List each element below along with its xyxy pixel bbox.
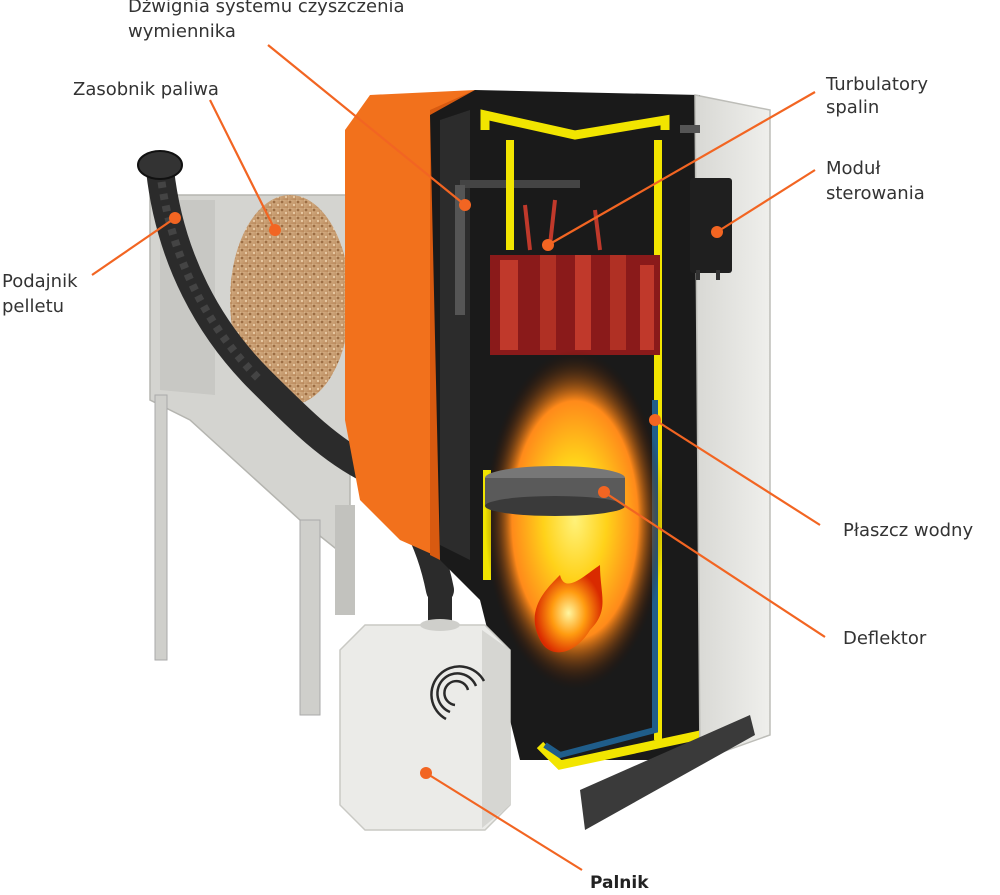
leader-lines <box>91 44 826 871</box>
marker-fuel-hopper <box>269 224 281 236</box>
leader-burner <box>425 772 583 871</box>
marker-pellet-feeder <box>169 212 181 224</box>
boiler-interior <box>430 90 701 770</box>
marker-burner <box>420 767 432 779</box>
heat-glow <box>485 350 665 690</box>
label-turbulators-line2: spalin <box>826 97 880 118</box>
leader-exchanger-lever <box>267 44 466 206</box>
label-exchanger-lever-line1: Dźwignia systemu czyszczenia <box>128 0 405 17</box>
turbulators <box>490 199 660 355</box>
label-deflector: Deflektor <box>843 628 927 649</box>
leader-pellet-feeder <box>91 217 176 276</box>
leader-turbulators <box>547 91 816 246</box>
marker-deflector <box>598 486 610 498</box>
marker-water-jacket <box>649 414 661 426</box>
label-control-module-line1: Moduł <box>826 158 881 179</box>
label-pellet-feeder-line2: pelletu <box>2 296 65 317</box>
marker-exchanger-lever <box>459 199 471 211</box>
marker-turbulators <box>542 239 554 251</box>
label-fuel-hopper: Zasobnik paliwa <box>73 79 219 100</box>
burner <box>339 619 511 831</box>
leader-control-module <box>716 169 816 233</box>
markers <box>169 199 723 779</box>
vent-icon <box>430 665 486 721</box>
leader-deflector <box>603 491 826 638</box>
leader-fuel-hopper <box>209 99 276 231</box>
label-turbulators-line1: Turbulatory <box>826 74 929 95</box>
leader-water-jacket <box>654 419 821 526</box>
label-exchanger-lever-line2: wymiennika <box>128 21 236 42</box>
label-burner: Palnik <box>590 873 649 893</box>
label-control-module-line2: sterowania <box>826 183 925 204</box>
control-module <box>690 178 732 280</box>
label-pellet-feeder-line1: Podajnik <box>2 271 78 292</box>
label-water-jacket: Płaszcz wodny <box>843 520 974 541</box>
marker-control-module <box>711 226 723 238</box>
flame <box>534 565 603 653</box>
